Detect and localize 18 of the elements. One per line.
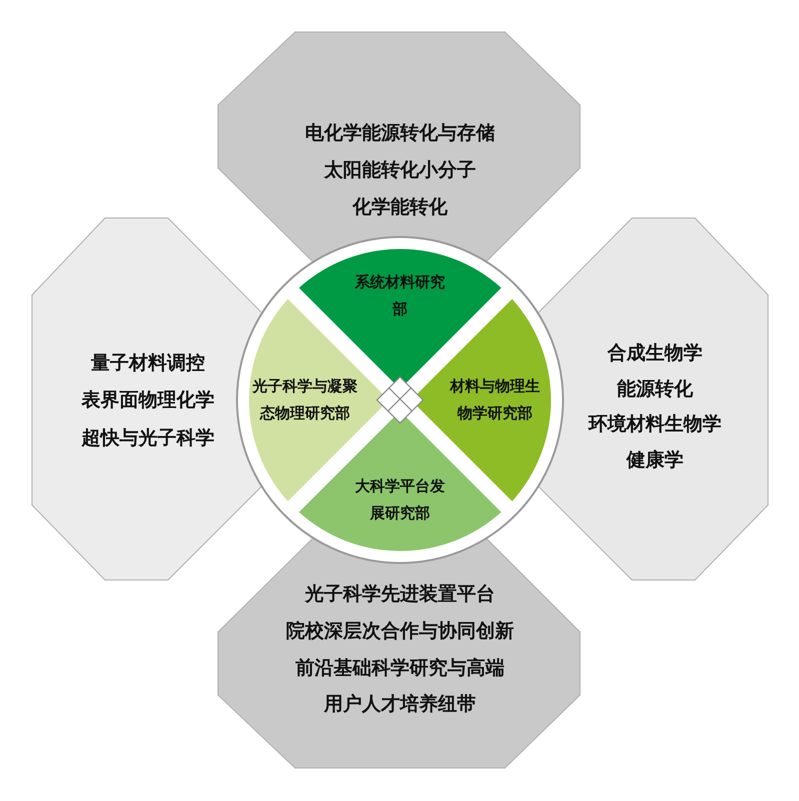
department-label: 大科学平台发展研究部 — [354, 476, 446, 524]
topic-text: 能源转化 — [617, 377, 693, 402]
topic-text: 合成生物学 — [608, 341, 702, 366]
topic-text: 太阳能转化小分子 — [324, 158, 476, 183]
topic-text: 用户人才培养纽带 — [324, 692, 476, 717]
topic-text: 院校深层次合作与协同创新 — [286, 619, 514, 644]
topic-text: 光子科学先进装置平台 — [305, 582, 495, 607]
department-label: 系统材料研究部 — [354, 272, 445, 320]
topic-text: 环境材料生物学 — [588, 412, 722, 437]
department-label: 光子科学与凝聚态物理研究部 — [251, 376, 358, 424]
topic-text: 表界面物理化学 — [82, 388, 214, 413]
department-label: 材料与物理生物学研究部 — [450, 376, 540, 424]
topic-text: 前沿基础科学研究与高端 — [296, 656, 504, 681]
topic-text: 超快与光子科学 — [82, 426, 214, 451]
topic-text: 健康学 — [626, 448, 684, 473]
topic-text: 化学能转化 — [352, 195, 448, 220]
topic-text: 量子材料调控 — [91, 351, 205, 376]
topic-text: 电化学能源转化与存储 — [305, 121, 495, 146]
